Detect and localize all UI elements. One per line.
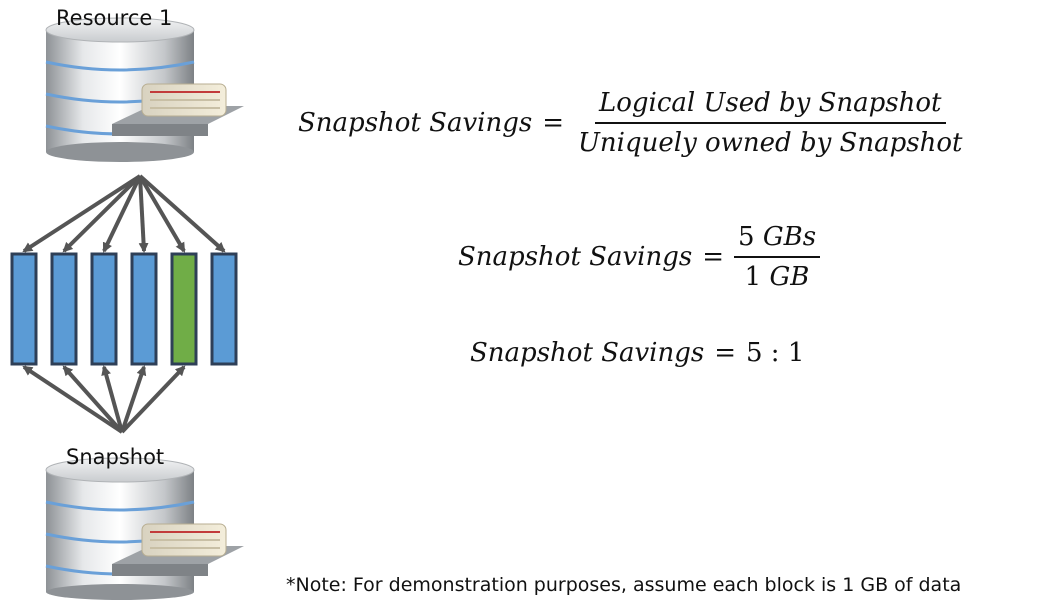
- block-3-shared: [90, 252, 118, 366]
- calculation-denominator-value: 1: [744, 262, 762, 292]
- resource-arrow-1: [22, 174, 142, 253]
- block-6-shared: [210, 252, 238, 366]
- ratio-equals: =: [714, 338, 736, 368]
- calculation-numerator: 5 GBs: [734, 222, 821, 258]
- calculation-denominator-unit: GB: [769, 262, 810, 292]
- data-blocks: [10, 252, 238, 366]
- calculation-lhs: Snapshot Savings: [458, 242, 693, 272]
- resource-arrow-4: [138, 175, 149, 253]
- calculation-numerator-unit: GBs: [762, 222, 817, 252]
- snapshot-arrow-4: [120, 365, 147, 433]
- savings-formula: Snapshot Savings = Logical Used by Snaps…: [298, 88, 966, 158]
- formula-fraction: Logical Used by Snapshot Uniquely owned …: [574, 88, 966, 158]
- snapshot-arrows: [22, 365, 186, 434]
- ratio-value: 5 : 1: [746, 338, 805, 368]
- ratio-lhs: Snapshot Savings: [470, 338, 705, 368]
- snapshot-arrow-3: [101, 365, 124, 433]
- formula-lhs: Snapshot Savings: [298, 108, 533, 138]
- calculation-equals: =: [702, 242, 724, 272]
- savings-calculation: Snapshot Savings = 5 GBs 1 GB: [458, 222, 821, 292]
- block-1-shared: [10, 252, 38, 366]
- formula-equals: =: [542, 108, 564, 138]
- block-5-unique: [170, 252, 198, 366]
- snapshot-database-icon: [45, 457, 244, 600]
- block-2-shared: [50, 252, 78, 366]
- formula-denominator: Uniquely owned by Snapshot: [578, 128, 963, 158]
- resource-arrow-6: [138, 174, 226, 253]
- calculation-fraction: 5 GBs 1 GB: [734, 222, 821, 292]
- savings-ratio: Snapshot Savings = 5 : 1: [470, 338, 804, 368]
- calculation-numerator-value: 5: [738, 222, 755, 252]
- calculation-denominator: 1 GB: [741, 258, 814, 292]
- resource-arrow-5: [138, 174, 186, 253]
- resource-database-icon: [45, 17, 244, 162]
- formula-numerator: Logical Used by Snapshot: [594, 88, 946, 124]
- resource-label: Resource 1: [56, 6, 173, 30]
- resource-arrow-2: [62, 174, 142, 253]
- snapshot-arrow-2: [62, 365, 124, 434]
- snapshot-arrow-1: [22, 365, 124, 434]
- resource-arrows: [22, 174, 226, 253]
- resource-arrow-3: [102, 175, 142, 253]
- snapshot-label: Snapshot: [66, 445, 165, 469]
- footnote: *Note: For demonstration purposes, assum…: [286, 574, 962, 596]
- block-4-shared: [130, 252, 158, 366]
- snapshot-arrow-5: [120, 365, 186, 434]
